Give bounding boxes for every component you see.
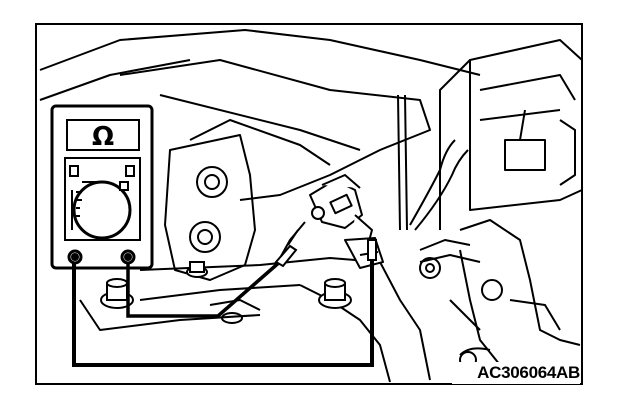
probe-tip [367,239,377,261]
test-lead-left [72,258,374,367]
sensor-connector-icon [279,174,384,269]
figure-code-label: AC306064AB [452,362,580,384]
test-lead-right [126,258,284,318]
ohmmeter-icon [50,104,154,270]
probe-tip [274,244,298,268]
engine-compartment [39,29,583,383]
mounting-bolt-icon [100,278,134,309]
mounting-bolt-icon [318,278,352,309]
meter-symbol: Ω [92,122,114,152]
mounting-bolt-icon [186,261,208,278]
